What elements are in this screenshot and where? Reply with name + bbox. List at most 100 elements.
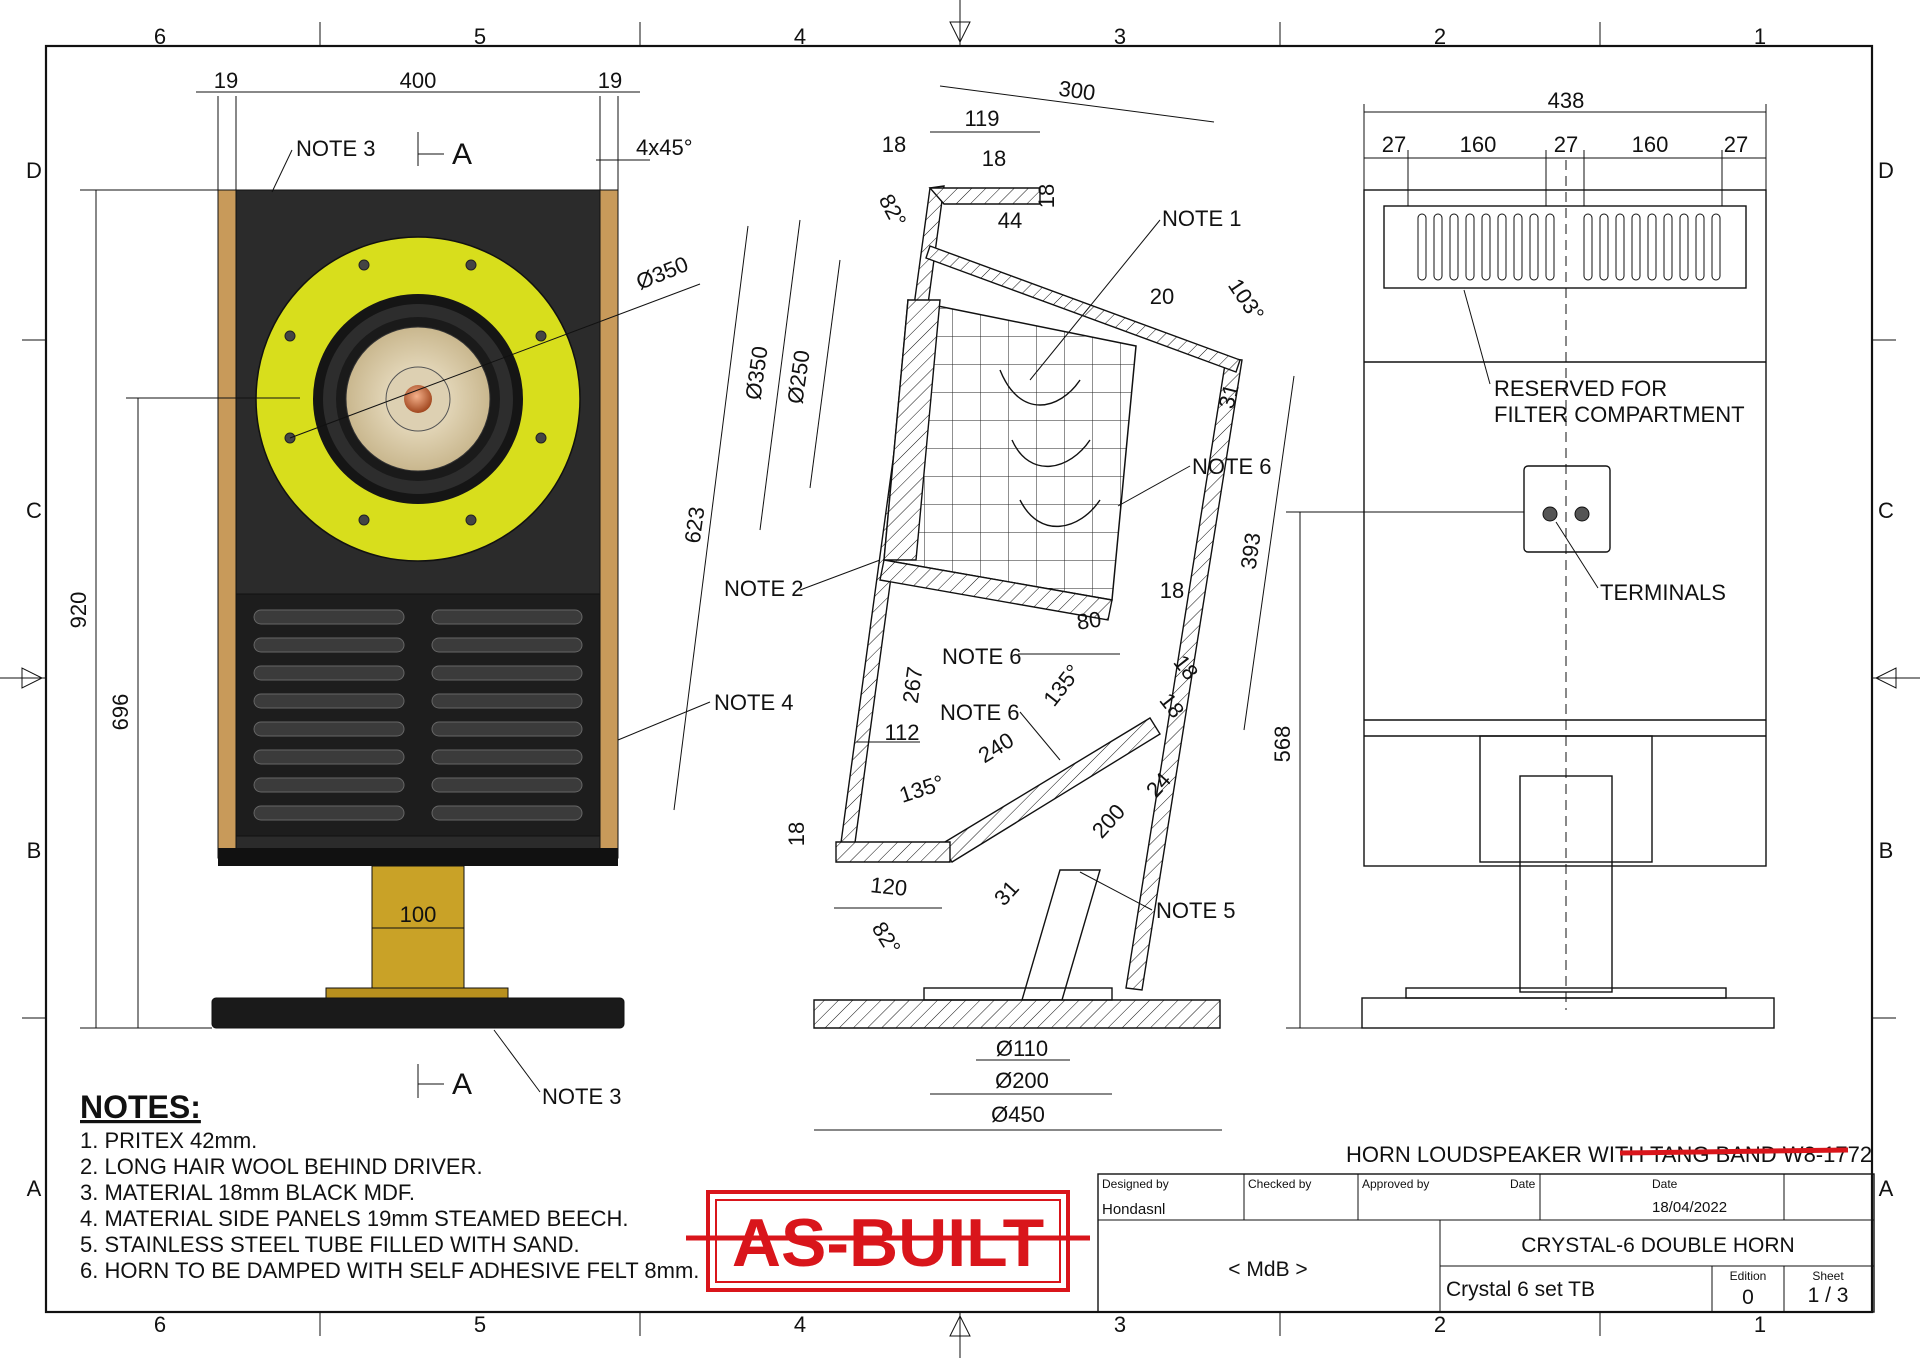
dim-height-lower: 696: [108, 694, 133, 731]
rear-view: 438 27 160 27 160 27 568 RESERVED FOR FI…: [1270, 88, 1775, 1029]
side-panel-left: [217, 189, 237, 859]
date-value: 18/04/2022: [1652, 1199, 1727, 1216]
terminal-red: [1542, 506, 1558, 522]
designed-by-label: Designed by: [1102, 1177, 1169, 1191]
section-marker-bottom: A: [417, 1064, 472, 1101]
note-item: 5. STAINLESS STEEL TUBE FILLED WITH SAND…: [80, 1232, 580, 1257]
note-item: 4. MATERIAL SIDE PANELS 19mm STEAMED BEE…: [80, 1206, 629, 1231]
row-label: D: [1878, 158, 1894, 183]
horn-lower-wall: [879, 559, 1113, 621]
dim-side-left: 19: [214, 68, 238, 93]
section-notes: NOTE 1 NOTE 6 NOTE 2 NOTE 6 NOTE 6 NOTE …: [724, 206, 1271, 923]
date-label-1: Date: [1510, 1177, 1536, 1191]
dim-18e: 18: [1169, 650, 1204, 685]
dim-side-right: 19: [598, 68, 622, 93]
cabinet-top-wall: [928, 187, 1041, 205]
col-label: 4: [794, 1312, 806, 1337]
row-label: B: [1879, 838, 1894, 863]
notes-title: NOTES:: [80, 1089, 201, 1125]
as-built-stamp: AS-BUILT: [686, 1190, 1090, 1292]
dim-568: 568: [1270, 726, 1295, 763]
rear-tube: [1519, 775, 1613, 993]
sheet-value: 1 / 3: [1808, 1284, 1849, 1307]
rear-cabinet: [1363, 189, 1767, 867]
terminals-label: TERMINALS: [1600, 580, 1726, 605]
dim-d110: Ø110: [996, 1036, 1048, 1061]
filter-label-line1: RESERVED FOR: [1494, 376, 1667, 401]
col-label: 6: [154, 1312, 166, 1337]
dim-d250: Ø250: [782, 349, 814, 406]
note3-bottom: NOTE 3: [542, 1084, 621, 1109]
rear-base: [1361, 997, 1775, 1029]
col-label: 3: [1114, 24, 1126, 49]
dim-160b: 160: [1632, 132, 1669, 157]
horn-mouth-grille: [235, 593, 601, 837]
side-panel-right: [599, 189, 619, 859]
filter-slots: [1417, 213, 1721, 281]
checked-by-label: Checked by: [1248, 1177, 1311, 1191]
filter-label-line2: FILTER COMPARTMENT: [1494, 402, 1745, 427]
angle-103: 103°: [1223, 274, 1269, 326]
dim-height-total: 920: [66, 592, 91, 629]
dim-112: 112: [884, 720, 919, 745]
dim-160a: 160: [1460, 132, 1497, 157]
dim-18a: 18: [882, 132, 906, 157]
dim-80: 80: [1075, 606, 1103, 634]
dim-119: 119: [964, 106, 999, 131]
col-label: 2: [1434, 1312, 1446, 1337]
note6c: NOTE 6: [940, 700, 1019, 725]
note5: NOTE 5: [1156, 898, 1235, 923]
front-view: 19 400 19 4x45° 920 696 Ø350 100 A A: [66, 68, 793, 1109]
col-label: 2: [1434, 24, 1446, 49]
sheet-label: Sheet: [1812, 1269, 1844, 1283]
section-marker-top: A: [417, 132, 472, 171]
dim-44: 44: [998, 208, 1022, 233]
note2: NOTE 2: [724, 576, 803, 601]
dim-18b: 18: [982, 146, 1006, 171]
col-label: 1: [1754, 24, 1766, 49]
row-label: B: [27, 838, 42, 863]
note-item: 2. LONG HAIR WOOL BEHIND DRIVER.: [80, 1154, 483, 1179]
section-label: A: [452, 138, 472, 171]
dim-18c: 18: [1034, 184, 1059, 208]
filter-plate: [1383, 205, 1747, 289]
row-label: D: [26, 158, 42, 183]
note4: NOTE 4: [714, 690, 793, 715]
horn-felt: [999, 369, 1101, 527]
horn-bottom-plate: [835, 841, 951, 863]
dim-300: 300: [1057, 76, 1097, 106]
lower-tube: [1021, 869, 1101, 1001]
title-block: HORN LOUDSPEAKER WITH TANG BAND W8-1772 …: [1097, 1142, 1875, 1313]
row-label: C: [1878, 498, 1894, 523]
dim-31a: 31: [1214, 381, 1244, 411]
note-item: 6. HORN TO BE DAMPED WITH SELF ADHESIVE …: [80, 1258, 699, 1283]
header-prefix: HORN LOUDSPEAKER WITH TANG BAND W8-1772: [1346, 1142, 1872, 1167]
col-label: 5: [474, 24, 486, 49]
col-label: 1: [1754, 1312, 1766, 1337]
terminal-plate: [1523, 465, 1611, 553]
baffle: [925, 245, 1241, 373]
dim-267: 267: [898, 665, 928, 705]
row-label: C: [26, 498, 42, 523]
dim-d350: Ø350: [740, 345, 772, 402]
dim-200: 200: [1087, 799, 1130, 843]
row-labels: D C B A D C B A: [26, 158, 1894, 1201]
terminal-black: [1574, 506, 1590, 522]
dim-27b: 27: [1554, 132, 1578, 157]
dim-18d: 18: [1160, 578, 1184, 603]
dim-623: 623: [680, 505, 710, 545]
designed-by: Hondasnl: [1102, 1201, 1165, 1218]
section-base: [813, 999, 1221, 1029]
tube-flange: [325, 987, 509, 999]
angle-82-top: 82°: [874, 190, 912, 231]
col-labels-bottom: 6 5 4 3 2 1: [154, 1312, 1766, 1337]
approved-by-label: Approved by: [1362, 1177, 1429, 1191]
note-item: 3. MATERIAL 18mm BLACK MDF.: [80, 1180, 415, 1205]
col-labels-top: 6 5 4 3 2 1: [154, 24, 1766, 49]
dust-cap: [404, 385, 432, 413]
note6b: NOTE 6: [942, 644, 1021, 669]
angle-82-bottom: 82°: [867, 917, 906, 958]
